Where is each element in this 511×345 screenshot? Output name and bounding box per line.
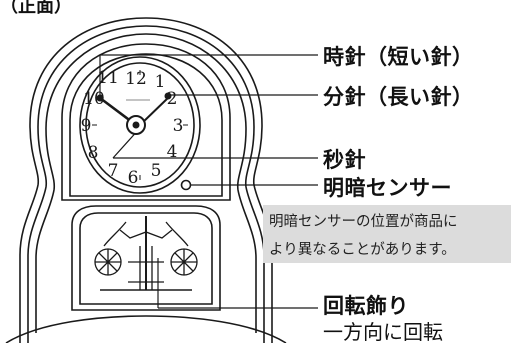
dial-numeral: 3 bbox=[173, 116, 184, 136]
rotating-ornament bbox=[94, 216, 198, 291]
dial-numeral: 4 bbox=[167, 142, 178, 162]
dial-outer bbox=[79, 56, 201, 194]
dial-numeral: 8 bbox=[88, 143, 99, 163]
dial-numeral: 11 bbox=[97, 68, 119, 88]
ornament-window-inner bbox=[79, 212, 213, 305]
dial-ticks bbox=[92, 70, 188, 180]
light-sensor-note: 明暗センサーの位置が商品に より異なることがあります。 bbox=[263, 205, 511, 263]
light-sensor bbox=[180, 179, 192, 191]
dial-numeral: 7 bbox=[108, 161, 119, 181]
minute-hand-dot bbox=[164, 92, 172, 100]
note-line-2: より異なることがあります。 bbox=[269, 242, 456, 258]
note-line-1: 明暗センサーの位置が商品に bbox=[269, 214, 458, 230]
label-rotating-ornament-sub: 一方向に回転 bbox=[323, 320, 443, 344]
face-frame-inner bbox=[69, 53, 223, 197]
label-rotating-ornament: 回転飾り bbox=[323, 294, 409, 318]
dial-numeral: 12 bbox=[125, 69, 147, 89]
dial-numeral: 9 bbox=[81, 116, 92, 136]
dial-numeral: 1 bbox=[155, 72, 166, 92]
label-light-sensor: 明暗センサー bbox=[323, 176, 452, 200]
dial-numeral: 2 bbox=[167, 89, 178, 109]
dial-numeral: 6 bbox=[128, 168, 139, 188]
header-text: （正面） bbox=[0, 0, 72, 17]
label-second-hand: 秒針 bbox=[323, 148, 366, 172]
minute-hand bbox=[139, 95, 171, 126]
dial-numeral: 5 bbox=[151, 161, 162, 181]
ornament-window-outer bbox=[71, 205, 221, 311]
dial-inner bbox=[85, 62, 195, 188]
label-hour-hand: 時針（短い針） bbox=[323, 45, 474, 69]
label-minute-hand: 分針（長い針） bbox=[323, 85, 474, 109]
clock-body-inner1 bbox=[27, 25, 265, 343]
hands-hub-center bbox=[132, 121, 140, 129]
base-plate bbox=[5, 315, 287, 343]
clock-body-inner2 bbox=[35, 33, 257, 333]
